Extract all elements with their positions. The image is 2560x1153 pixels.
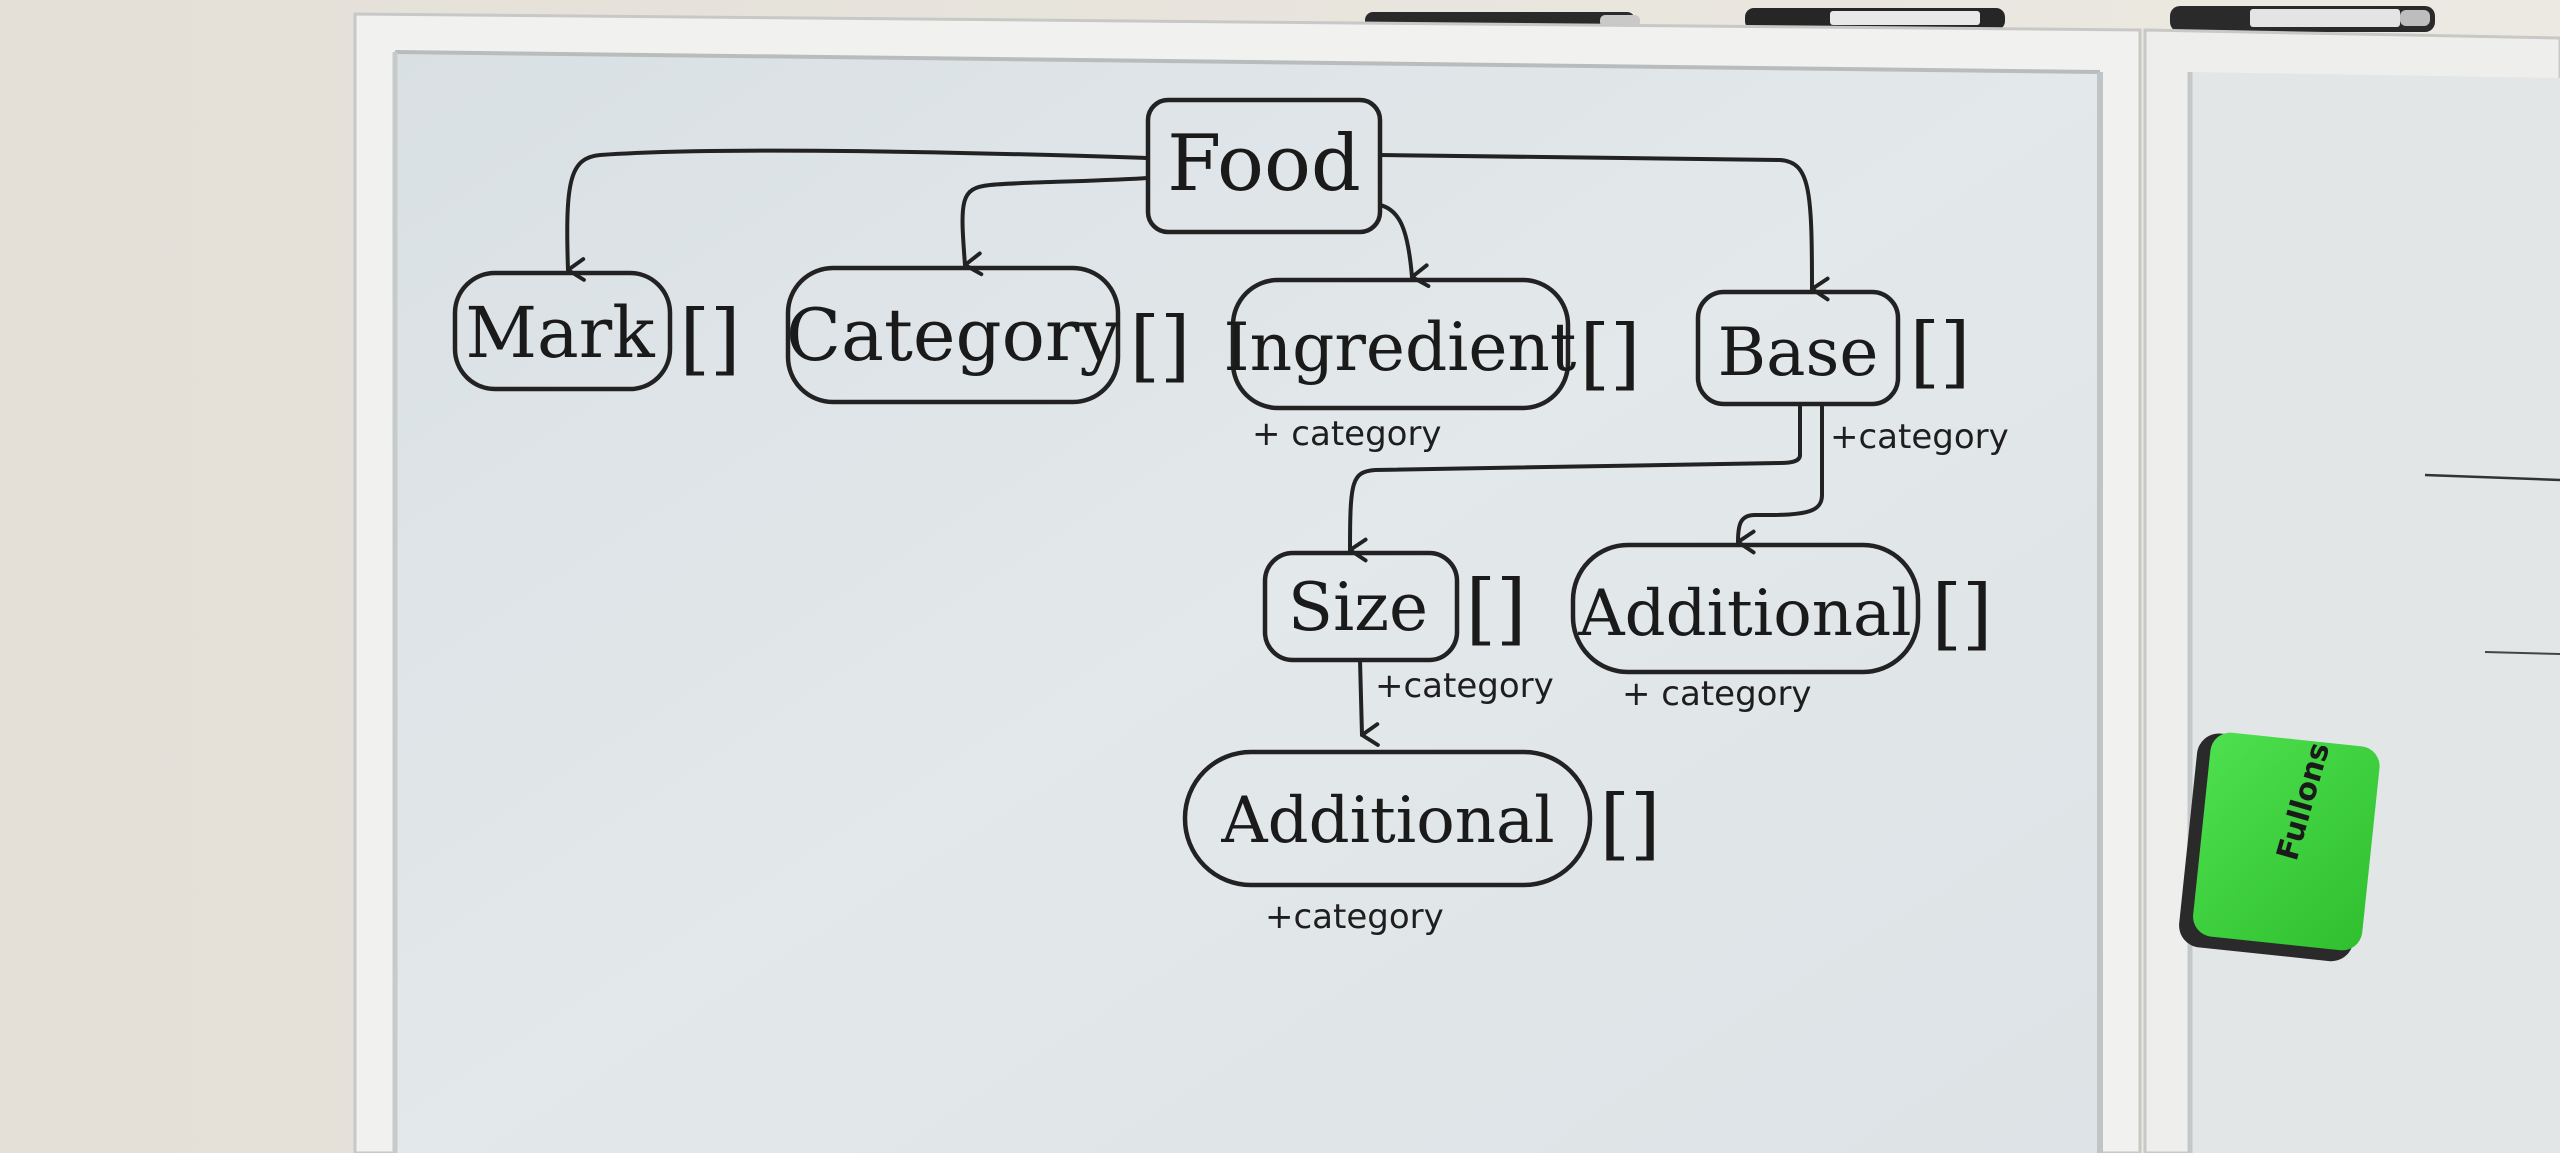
- node-note-additional-1: + category: [1622, 674, 1812, 714]
- node-box-mark: [452, 270, 673, 392]
- edge-base-size: [1348, 402, 1802, 563]
- node-suffix-ingredient: []: [1580, 309, 1641, 399]
- node-label-additional-1: Additional: [1577, 577, 1911, 651]
- node-label-mark: Mark: [465, 292, 655, 374]
- node-suffix-additional-2: []: [1600, 779, 1661, 869]
- marker-icon[interactable]: [1745, 8, 2005, 30]
- node-box-category: [785, 265, 1121, 405]
- node-suffix-base: []: [1910, 307, 1971, 397]
- whiteboard: [353, 12, 2142, 1153]
- marker-icon[interactable]: [2170, 6, 2435, 32]
- edge-food-base: [1378, 153, 1830, 302]
- node-suffix-size: []: [1466, 564, 1527, 654]
- eraser[interactable]: Fullons: [2177, 728, 2382, 965]
- node-note-additional-2: +category: [1265, 897, 1444, 937]
- node-box-additional-2: [1182, 749, 1593, 888]
- node-suffix-category: []: [1130, 301, 1191, 391]
- node-label-additional-2: Additional: [1220, 784, 1554, 858]
- node-note-size: +category: [1375, 666, 1554, 706]
- node-box-ingredient: [1230, 277, 1571, 411]
- diagram: Food Mark Category Ingredient Base Size …: [452, 97, 2009, 937]
- edge-size-additional-2: [1358, 658, 1380, 747]
- edge-base-additional-1: [1736, 402, 1824, 555]
- edge-food-category: [960, 176, 1150, 277]
- edge-food-mark: [565, 148, 1150, 282]
- node-box-food: [1145, 97, 1383, 235]
- node-note-base: +category: [1830, 417, 2009, 457]
- second-whiteboard: [2143, 28, 2560, 1153]
- node-suffix-mark: []: [680, 294, 741, 384]
- node-label-base: Base: [1718, 314, 1879, 391]
- node-label-size: Size: [1288, 569, 1428, 646]
- node-label-category: Category: [786, 293, 1120, 377]
- node-label-ingredient: Ingredient: [1224, 309, 1577, 386]
- node-label-food: Food: [1167, 119, 1361, 209]
- edge-food-ingredient: [1378, 203, 1431, 288]
- node-suffix-additional-1: []: [1932, 569, 1993, 659]
- node-note-ingredient: + category: [1252, 414, 1442, 454]
